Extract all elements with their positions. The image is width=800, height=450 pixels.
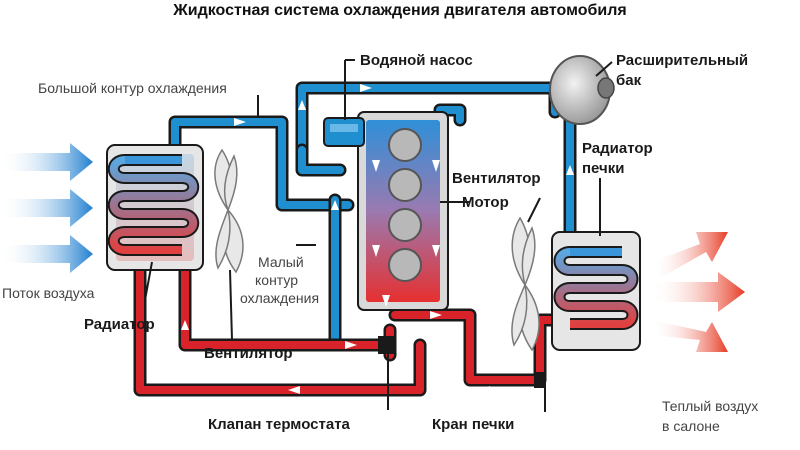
label-small-circuit-line3: охлаждения bbox=[240, 290, 320, 306]
page-title: Жидкостная система охлаждения двигателя … bbox=[173, 2, 627, 19]
label-small-circuit-line1: Малый bbox=[258, 254, 304, 270]
engine-block bbox=[357, 111, 449, 311]
label-expansion-tank-line1: Расширительный bbox=[616, 52, 749, 69]
label-expansion-tank-line2: бак bbox=[616, 72, 642, 89]
label-warm-air-line2: в салоне bbox=[662, 418, 720, 434]
cold-pipes bbox=[168, 81, 577, 352]
expansion-tank bbox=[549, 55, 615, 125]
label-heater-radiator-line1: Радиатор bbox=[582, 140, 653, 157]
fan-left-icon bbox=[214, 148, 244, 274]
label-motor: Мотор bbox=[462, 194, 509, 211]
flow-arrows bbox=[181, 84, 574, 394]
label-radiator: Радиатор bbox=[84, 316, 155, 333]
fan-right-icon bbox=[511, 216, 540, 352]
label-small-circuit-line2: контур bbox=[255, 272, 298, 288]
label-heater-radiator-line2: печки bbox=[582, 160, 625, 177]
thermostat-valve bbox=[378, 336, 396, 354]
hot-pipes bbox=[133, 255, 567, 397]
radiator bbox=[106, 144, 204, 271]
label-thermostat: Клапан термостата bbox=[208, 416, 350, 433]
label-fan-left: Вентилятор bbox=[204, 345, 293, 362]
label-fan-right: Вентилятор bbox=[452, 170, 541, 187]
air-inflow-arrows bbox=[0, 143, 93, 273]
warm-air-arrows bbox=[652, 232, 745, 352]
label-warm-air-line1: Теплый воздух bbox=[662, 398, 759, 414]
label-heater-valve: Кран печки bbox=[432, 416, 515, 433]
label-water-pump: Водяной насос bbox=[360, 52, 473, 69]
leader-lines bbox=[144, 59, 613, 412]
label-big-circuit: Большой контур охлаждения bbox=[38, 80, 227, 96]
heater-radiator bbox=[551, 231, 641, 351]
label-air-flow: Поток воздуха bbox=[2, 285, 95, 301]
heater-valve bbox=[534, 372, 546, 388]
water-pump bbox=[323, 117, 365, 147]
